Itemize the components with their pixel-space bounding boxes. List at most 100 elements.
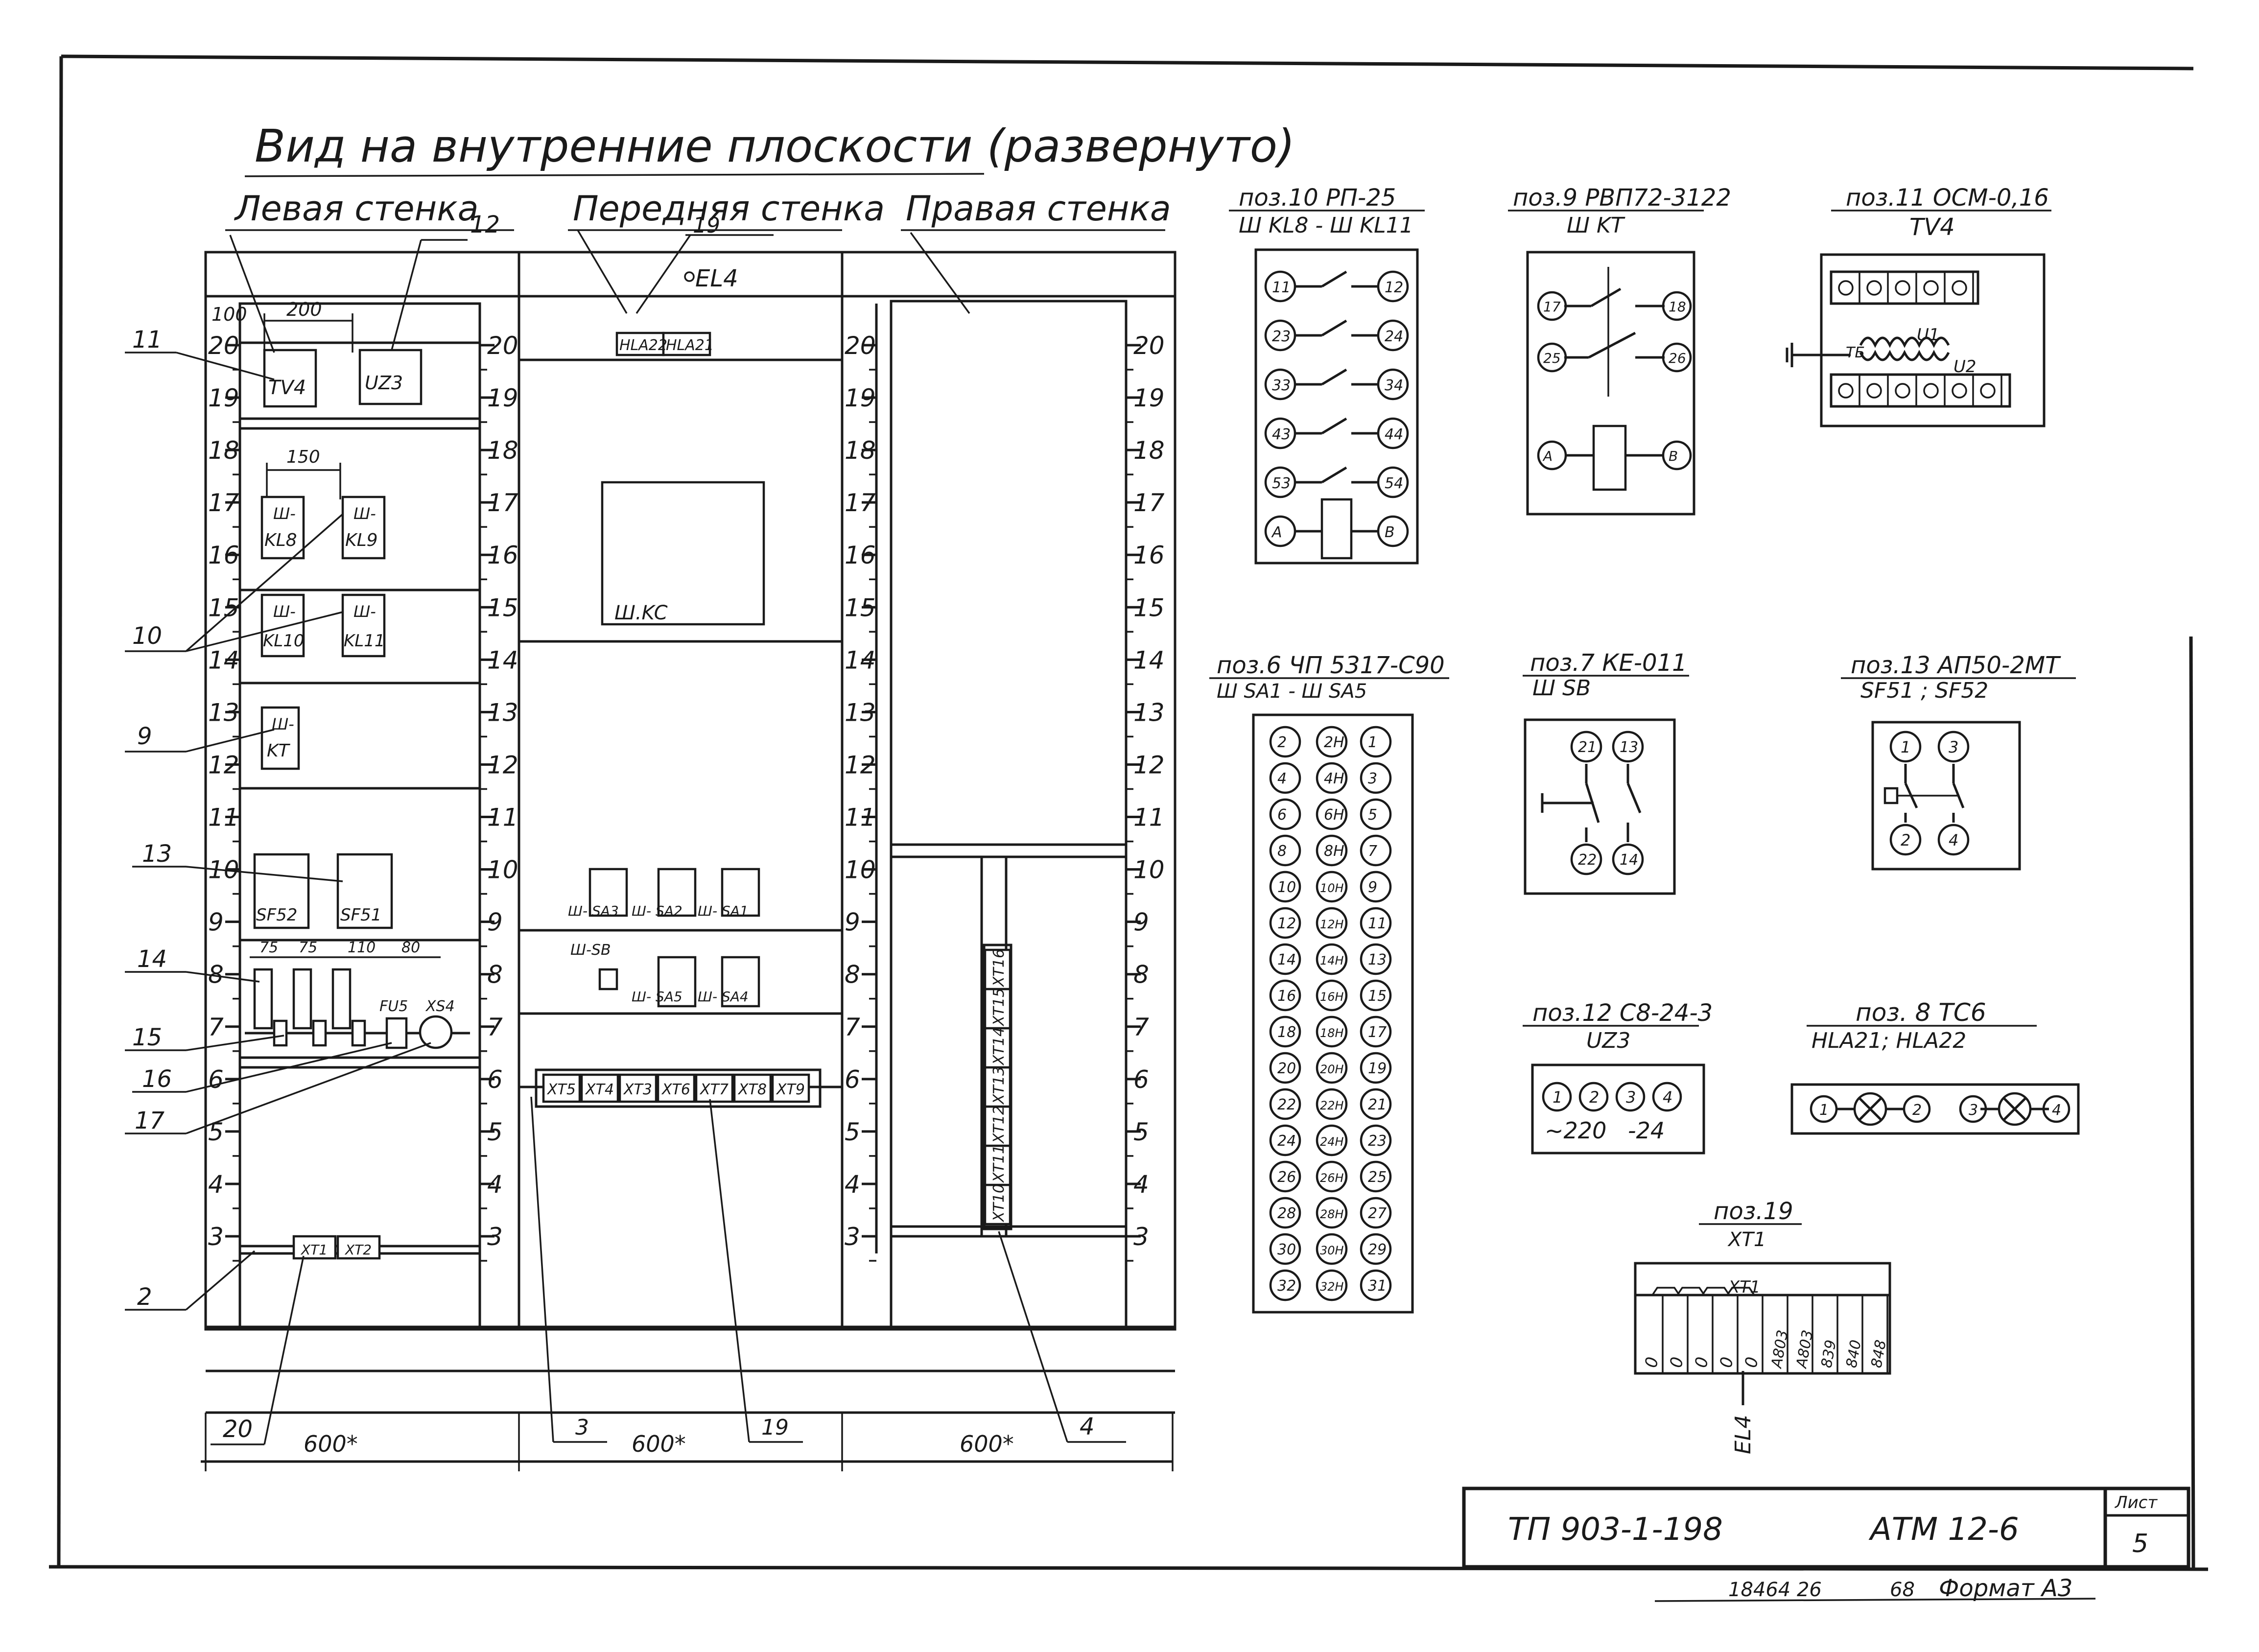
dim-80: 80 — [401, 939, 420, 956]
ruler-c-mark: 9 — [1133, 908, 1149, 937]
left-ruler-mark: 14 — [208, 646, 239, 674]
ruler-b-mark: 12 — [845, 751, 876, 779]
pos6-contact-label: 8 — [1277, 843, 1287, 860]
right-callouts: 4 — [910, 232, 1126, 1443]
pos6-contact — [1360, 798, 1392, 830]
pos6-contact — [1316, 726, 1348, 758]
pos13-pin — [1937, 731, 1970, 763]
relay-kl11-prefix: Ш- — [353, 602, 376, 621]
pos6-contact-label: 7 — [1368, 843, 1377, 860]
ruler-a-mark: 18 — [487, 436, 518, 465]
pos19-el4: EL4 — [1731, 1415, 1756, 1454]
pos6-contact — [1360, 726, 1392, 758]
right-wall-title: Правая стенка — [906, 189, 1171, 229]
ruler-c-mark: 16 — [1133, 541, 1165, 569]
pos13-pin — [1889, 824, 1922, 856]
left-ruler-mark: 4 — [208, 1170, 224, 1199]
pos6-contact — [1360, 1233, 1392, 1265]
stamp-sheet-label: Лист — [2114, 1493, 2158, 1512]
pos19-cell-label: 0 — [1691, 1355, 1712, 1369]
pos6-contact — [1316, 1088, 1348, 1120]
ruler-c-mark: 19 — [1133, 384, 1165, 412]
ruler-c-mark: 3 — [1133, 1223, 1149, 1251]
relay-kl10 — [260, 593, 305, 658]
switch-sa2 — [657, 868, 697, 917]
dim-600-front: 600* — [632, 1431, 686, 1457]
pos6-contact — [1269, 1052, 1301, 1084]
pos6-contact — [1269, 1269, 1301, 1301]
relay-kl9-label: KL9 — [345, 530, 378, 550]
ruler-a-mark: 11 — [487, 803, 518, 832]
ruler-a-mark: 19 — [487, 384, 518, 412]
pos10-pin-label: 34 — [1385, 377, 1403, 394]
pos9-pin-label: 26 — [1669, 350, 1686, 366]
ruler-a-mark: 14 — [487, 646, 518, 674]
terminal-label: XT6 — [661, 1081, 690, 1098]
pos6-contact-label: 3 — [1368, 770, 1377, 787]
pos6-contact — [1269, 726, 1301, 758]
callout-2: 2 — [137, 1283, 152, 1311]
terminal-label: XT14 — [990, 1027, 1008, 1066]
ruler-b-mark: 15 — [845, 593, 876, 622]
left-callouts: 11 12 10 9 13 14 15 16 17 2 20 — [125, 211, 500, 1445]
callout-15: 15 — [132, 1024, 162, 1051]
pos11-subtitle: TV4 — [1909, 213, 1955, 241]
cabinet-outline — [204, 251, 1177, 1414]
bottom-dimensions: 600* 600* 600* — [201, 1413, 1174, 1471]
pos9-pin-label: B — [1669, 448, 1678, 464]
pos11-u1: U1 — [1917, 325, 1940, 345]
front-wall-panel: EL4 HLA22 HLA21 Ш.KC Ш- SA3 Ш- SA2 Ш- SA… — [519, 265, 842, 1108]
pos6-contact — [1316, 1052, 1348, 1084]
callout-4: 4 — [1080, 1413, 1095, 1440]
pos6-contact-label: 32Н — [1320, 1280, 1344, 1294]
controller-kc — [601, 481, 765, 626]
pos6-contact — [1316, 1233, 1348, 1265]
pos6-contact — [1269, 1088, 1301, 1120]
relay-kl9 — [341, 496, 386, 560]
pos6-contact — [1316, 979, 1348, 1012]
ruler-a-mark: 9 — [487, 908, 503, 937]
pos12-pin — [1578, 1082, 1609, 1112]
terminal-xt6 — [657, 1073, 696, 1103]
terminal-xt14 — [984, 1027, 1012, 1069]
relay-kl8-label: KL8 — [264, 530, 297, 550]
terminal-xt1 — [292, 1235, 337, 1260]
pos6-contact — [1316, 1269, 1348, 1301]
pos13-pin-label: 2 — [1901, 831, 1910, 850]
ruler-b-mark: 7 — [845, 1013, 860, 1041]
ruler-c-mark: 5 — [1133, 1118, 1149, 1146]
pos12-subtitle: UZ3 — [1586, 1028, 1630, 1053]
ruler-b-mark: 6 — [845, 1065, 860, 1094]
pos6-contact-label: 20Н — [1320, 1062, 1344, 1076]
ruler-a-mark: 8 — [487, 961, 503, 989]
pos6-contact — [1269, 1197, 1301, 1229]
callout-13: 13 — [142, 840, 172, 868]
controller-kc-label: Ш.KC — [614, 602, 668, 624]
ruler-a-mark: 4 — [487, 1170, 503, 1199]
left-ruler-mark: 17 — [208, 489, 239, 517]
pos12-title: поз.12 С8-24-3 — [1532, 999, 1713, 1027]
pos9-pin-label: A — [1542, 448, 1553, 464]
pos12-pin-label: 2 — [1589, 1088, 1599, 1107]
switch-sa5-label: Ш- SA5 — [632, 989, 682, 1005]
pos6-title: поз.6 ЧП 5317-С90 — [1217, 652, 1445, 679]
relay-kl11 — [341, 593, 386, 658]
ruler-top-mark: 100 — [212, 304, 247, 325]
callout-17: 17 — [135, 1107, 165, 1134]
socket-xs4 — [419, 1015, 453, 1049]
pos12-pin-label: 4 — [1663, 1088, 1672, 1107]
ruler-c-mark: 15 — [1133, 593, 1165, 622]
left-wall-devices: TV4 UZ3 Ш- KL8 Ш- KL9 Ш- KL10 Ш- KL11 Ш-… — [245, 349, 470, 1260]
callout-20: 20 — [223, 1416, 253, 1443]
ruler-b-mark: 10 — [845, 856, 876, 884]
pos9-pin-label: 25 — [1543, 350, 1561, 366]
pos6-contact — [1316, 907, 1348, 939]
pos6-contact — [1360, 979, 1392, 1012]
pos12-pin — [1652, 1082, 1682, 1112]
pos9-pin-label: 17 — [1543, 299, 1561, 315]
pos6-contact-label: 6Н — [1324, 806, 1344, 824]
pos6-contact-label: 2Н — [1324, 734, 1344, 751]
